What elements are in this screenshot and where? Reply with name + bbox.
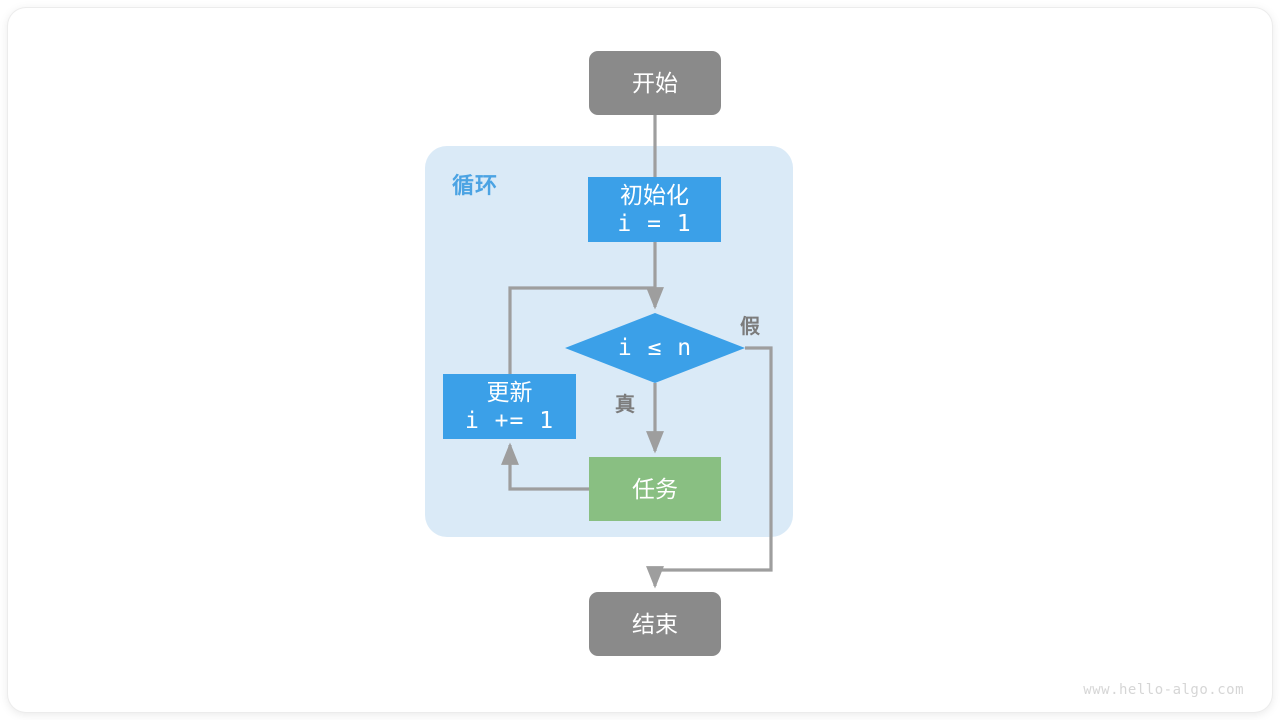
node-update-sublabel: i += 1 [464,407,555,434]
node-end-label: 结束 [632,610,678,637]
node-init-label: 初始化 [620,182,689,209]
node-start[interactable]: 开始 [589,51,721,115]
node-init[interactable]: 初始化 i = 1 [588,177,721,242]
node-init-sublabel: i = 1 [617,210,692,237]
edge-cond-to-end [646,346,773,589]
node-task-label: 任务 [632,475,678,502]
edge-label-true: 真 [615,394,635,416]
node-task[interactable]: 任务 [589,457,721,521]
edge-task-to-update [501,442,589,491]
edge-label-false: 假 [740,316,760,338]
node-condition[interactable]: i ≤ n [565,313,745,383]
loop-container-label: 循环 [452,173,499,198]
edge-update-to-cond [508,286,655,374]
node-update[interactable]: 更新 i += 1 [443,374,576,439]
watermark: www.hello-algo.com [1083,682,1244,698]
node-end[interactable]: 结束 [589,592,721,656]
diamond-shape [565,313,745,383]
node-condition-label: i ≤ n [617,335,693,361]
node-update-label: 更新 [486,379,533,406]
node-start-label: 开始 [632,69,678,96]
